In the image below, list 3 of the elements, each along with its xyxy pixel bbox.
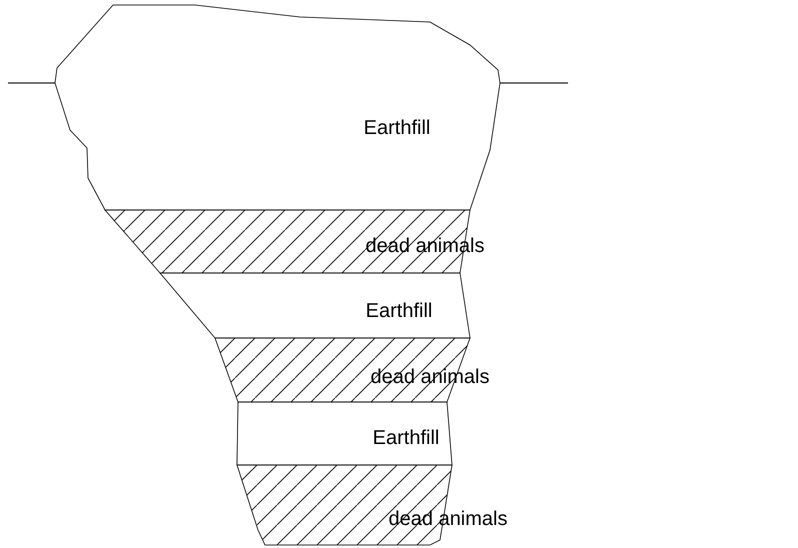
layer-label: Earthfill	[366, 300, 432, 322]
layer-label: Earthfill	[364, 117, 430, 139]
layer-label: Earthfill	[372, 427, 440, 449]
